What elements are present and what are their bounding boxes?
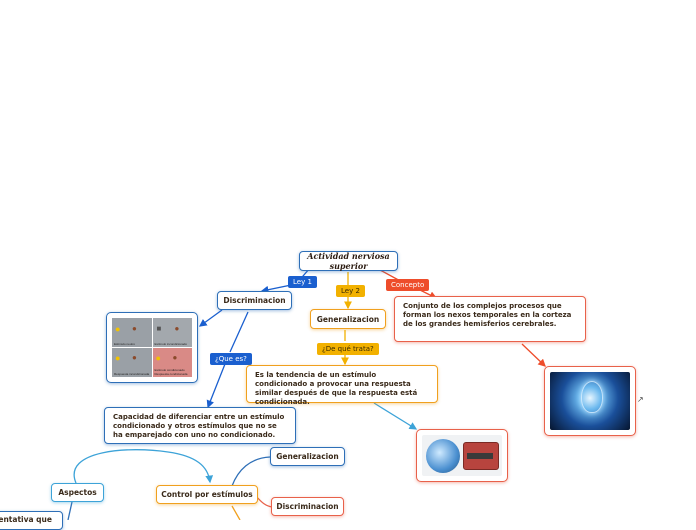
link-control-generalizacion (231, 456, 271, 487)
generalizacion-node-2[interactable]: Generalizacion (270, 447, 345, 466)
discriminacion-node[interactable]: Discriminacion (217, 291, 292, 310)
diagram-quadrant-3: ● ● Respuesta incondicionada (112, 348, 152, 377)
head-network-image[interactable] (544, 366, 636, 436)
discriminacion-node-2[interactable]: Discriminacion (271, 497, 344, 516)
dog-icon: ● (132, 324, 137, 333)
equipment-panel (462, 441, 499, 470)
bell-icon: ● (115, 353, 121, 363)
link-generalizacion-image (373, 402, 418, 430)
bell-icon: ● (155, 353, 161, 363)
quadrant-label-2: Estímulo incondicionado (154, 342, 188, 346)
discriminacion-text-node[interactable]: Capacidad de diferenciar entre un estímu… (104, 407, 296, 444)
bell-icon: ● (115, 324, 121, 334)
tag-de-que-trata[interactable]: ¿De qué trata? (317, 343, 379, 355)
brain-image[interactable] (416, 429, 508, 482)
central-topic[interactable]: Actividad nerviosa superior (299, 251, 398, 271)
link-discriminacion-text (208, 311, 249, 407)
brain-globe (425, 438, 460, 473)
generalizacion-node[interactable]: Generalizacion (310, 309, 386, 329)
link-concepto-image (521, 343, 546, 367)
dog-icon: ● (172, 353, 178, 362)
control-estimulos-node[interactable]: Control por estímulos (156, 485, 258, 504)
tag-concepto[interactable]: Concepto (386, 279, 430, 291)
quadrant-label-4: Estímulo condicionado (154, 368, 185, 372)
diagram-quadrant-1: ● ● Estímulo neutro (112, 318, 152, 347)
link-discriminacion-image (198, 309, 223, 327)
quadrant-label-3: Respuesta incondicionada (114, 372, 150, 376)
tag-ley1[interactable]: Ley 1 (288, 276, 317, 288)
quadrant-label-1: Estímulo neutro (114, 342, 136, 346)
diagram-quadrant-2: ■ ● Estímulo incondicionado (152, 318, 192, 347)
tag-ley2[interactable]: Ley 2 (336, 285, 365, 297)
link-aspectos-down (67, 501, 73, 520)
link-control-down (231, 505, 241, 520)
link-aspectos-control (73, 449, 214, 484)
diagram-quadrant-4: ● ● Estímulo condicionado Respuesta cond… (152, 348, 192, 377)
link-control-discriminacion (255, 495, 273, 508)
quadrant-label-5: Respuesta condicionada (154, 372, 188, 376)
head-silhouette (581, 381, 603, 413)
external-link-icon[interactable]: ↗ (637, 395, 644, 404)
dog-icon: ● (174, 324, 180, 333)
food-icon: ■ (156, 324, 162, 333)
dog-icon: ● (132, 353, 137, 362)
pavlov-diagram-image[interactable]: ● ● Estímulo neutro ■ ● Estímulo incondi… (106, 312, 198, 383)
tag-que-es[interactable]: ¿Que es? (210, 353, 252, 365)
concepto-text-node[interactable]: Conjunto de los complejos procesos que f… (394, 296, 586, 342)
aspectos-node[interactable]: Aspectos (51, 483, 104, 502)
partial-node[interactable]: dentativa que (0, 511, 63, 530)
generalizacion-text-node[interactable]: Es la tendencia de un estímulo condicion… (246, 365, 438, 406)
